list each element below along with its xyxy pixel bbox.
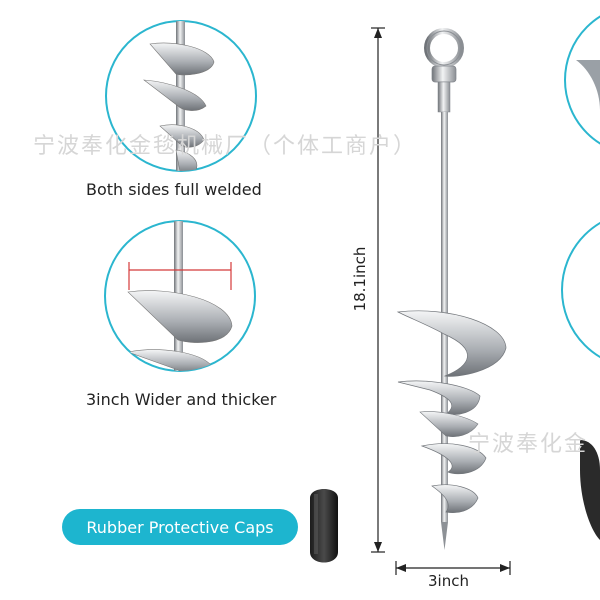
rubber-caps-label: Rubber Protective Caps	[62, 509, 298, 545]
height-dimension	[371, 27, 385, 553]
ground-auger-anchor	[396, 28, 507, 550]
watermark-main: 宁波奉化金毯机械厂（个体工商户）	[33, 134, 418, 159]
width-detail-circle	[104, 220, 256, 372]
right-detail-circles	[561, 15, 600, 540]
width-dimension	[395, 561, 511, 575]
height-label: 18.1inch	[351, 246, 369, 312]
weld-caption: Both sides full welded	[86, 180, 262, 199]
weld-detail-circle	[105, 20, 257, 172]
rubber-cap	[310, 489, 338, 563]
wider-caption: 3inch Wider and thicker	[86, 390, 277, 409]
width-label: 3inch	[428, 572, 469, 590]
watermark-secondary: 宁波奉化金	[468, 432, 589, 457]
